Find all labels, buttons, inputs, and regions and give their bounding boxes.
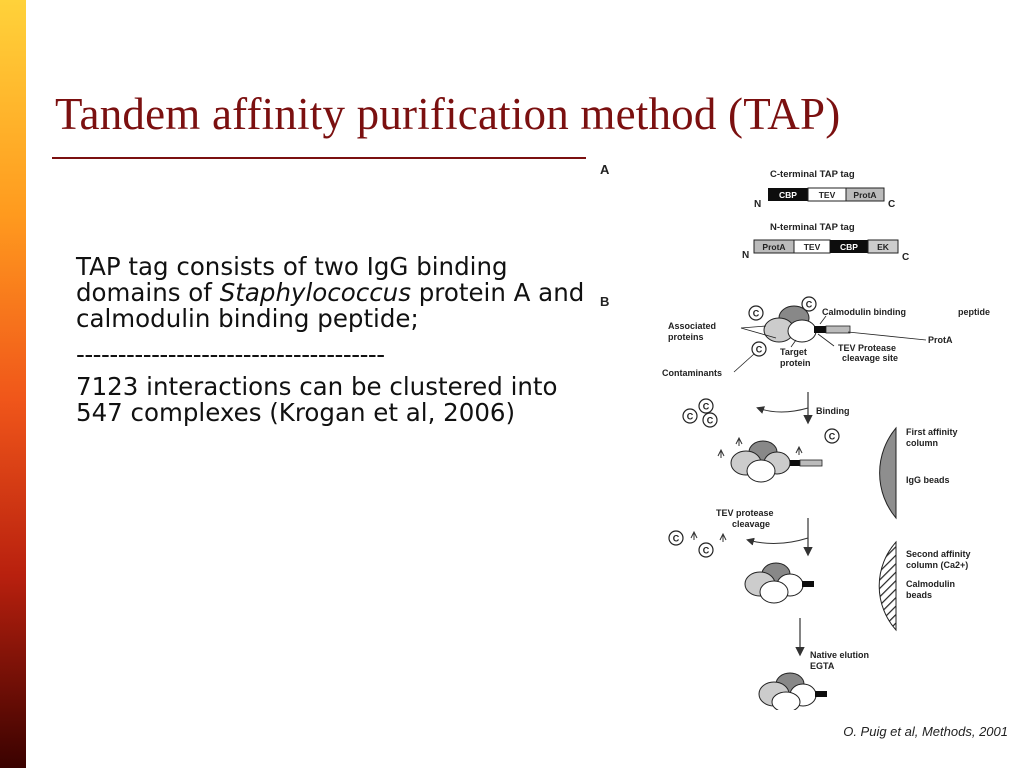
svg-text:C: C — [756, 345, 763, 355]
description-text-start: TAP tag consists of two IgG binding doma… — [76, 252, 508, 307]
panel-b-label: B — [600, 294, 609, 309]
tagged-complex-overview: C C C — [733, 296, 927, 373]
figure-citation: O. Puig et al, Methods, 2001 — [843, 724, 1008, 739]
cbp-label: CBP — [779, 190, 797, 200]
associated-proteins-label-1: Associated — [668, 321, 716, 331]
prota-label-b: ProtA — [928, 335, 953, 345]
slide-title: Tandem affinity purification method (TAP… — [55, 89, 841, 139]
description-text-end: protein A and calmodulin binding peptide… — [76, 278, 585, 333]
interactions-statement: 7123 interactions can be clustered into … — [76, 372, 558, 427]
n-terminal-tag-diagram: ProtA TEV CBP EK N C — [742, 239, 909, 263]
tev-label-n: TEV — [804, 242, 821, 252]
igg-beads-label: IgG beads — [906, 475, 950, 485]
cbp-segment — [768, 188, 808, 201]
prota-label-n: ProtA — [762, 242, 785, 252]
species-name: Staphylococcus — [219, 278, 411, 307]
calmodulin-binding-label: Calmodulin binding — [822, 307, 906, 317]
ek-label-n: EK — [877, 242, 890, 252]
target-protein-label-1: Target — [780, 347, 807, 357]
prota-label: ProtA — [853, 190, 876, 200]
tap-tag-description: TAP tag consists of two IgG binding doma… — [76, 254, 586, 332]
title-underline — [52, 157, 586, 159]
contaminant-c-icon — [801, 296, 817, 312]
prota-segment — [845, 187, 885, 202]
contaminants-label: Contaminants — [662, 368, 722, 378]
svg-text:C: C — [707, 416, 714, 426]
native-elution-label-1: Native elution — [810, 650, 869, 660]
peptide-label: peptide — [958, 307, 990, 317]
calmodulin-beads-label-2: beads — [906, 590, 932, 600]
svg-text:C: C — [753, 309, 760, 319]
complex-bound-calmodulin — [744, 562, 814, 604]
cbp-segment-n — [830, 240, 868, 253]
binding-label: Binding — [816, 406, 850, 416]
contaminant-release-arrow — [756, 406, 809, 414]
contaminant-c-icon — [748, 305, 764, 321]
c-end-label-2: C — [902, 252, 909, 263]
second-affinity-label-2: column (Ca2+) — [906, 560, 968, 570]
svg-text:C: C — [703, 546, 710, 556]
tev-release-arrow — [746, 537, 809, 546]
contaminant-c-icon — [751, 341, 767, 357]
tev-cleavage-label-2: cleavage — [732, 519, 770, 529]
svg-text:C: C — [829, 432, 836, 442]
c-terminal-title: C-terminal TAP tag — [770, 169, 855, 180]
target-protein-label-2: protein — [780, 358, 811, 368]
first-affinity-label-2: column — [906, 438, 938, 448]
n-terminal-title: N-terminal TAP tag — [770, 222, 855, 233]
n-end-label-2: N — [742, 250, 749, 261]
dashed-separator: ------------------------------------- — [76, 342, 385, 368]
svg-text:C: C — [673, 534, 680, 544]
cbp-label-n: CBP — [840, 242, 858, 252]
complex-bound-igg: C — [717, 428, 840, 483]
panel-a-label: A — [600, 162, 610, 177]
calmodulin-beads-label-1: Calmodulin — [906, 579, 955, 589]
second-affinity-label-1: Second affinity — [906, 549, 971, 559]
tev-site-label-2: cleavage site — [842, 353, 898, 363]
c-terminal-tag-diagram: CBP TEV ProtA N C — [754, 187, 895, 210]
c-end-label: C — [888, 199, 895, 210]
tev-cleavage-label-1: TEV protease — [716, 508, 774, 518]
sidebar-gradient-bar — [0, 0, 26, 768]
svg-text:C: C — [687, 412, 694, 422]
svg-text:C: C — [806, 300, 813, 310]
tev-site-label-1: TEV Protease — [838, 343, 896, 353]
slide-body: TAP tag consists of two IgG binding doma… — [76, 254, 586, 426]
released-contaminants-2: C C — [668, 530, 727, 558]
released-contaminants: C C C — [682, 398, 718, 428]
purified-complex — [758, 672, 827, 710]
tap-method-figure: A C-terminal TAP tag CBP TEV ProtA N C N… — [600, 162, 990, 710]
n-end-label: N — [754, 199, 761, 210]
tev-label: TEV — [819, 190, 836, 200]
native-elution-label-2: EGTA — [810, 661, 835, 671]
first-affinity-label-1: First affinity — [906, 427, 958, 437]
svg-text:C: C — [703, 402, 710, 412]
ek-segment-n — [867, 239, 899, 254]
calmodulin-beads-column — [878, 540, 897, 632]
associated-proteins-label-2: proteins — [668, 332, 704, 342]
igg-beads-column — [879, 426, 897, 520]
